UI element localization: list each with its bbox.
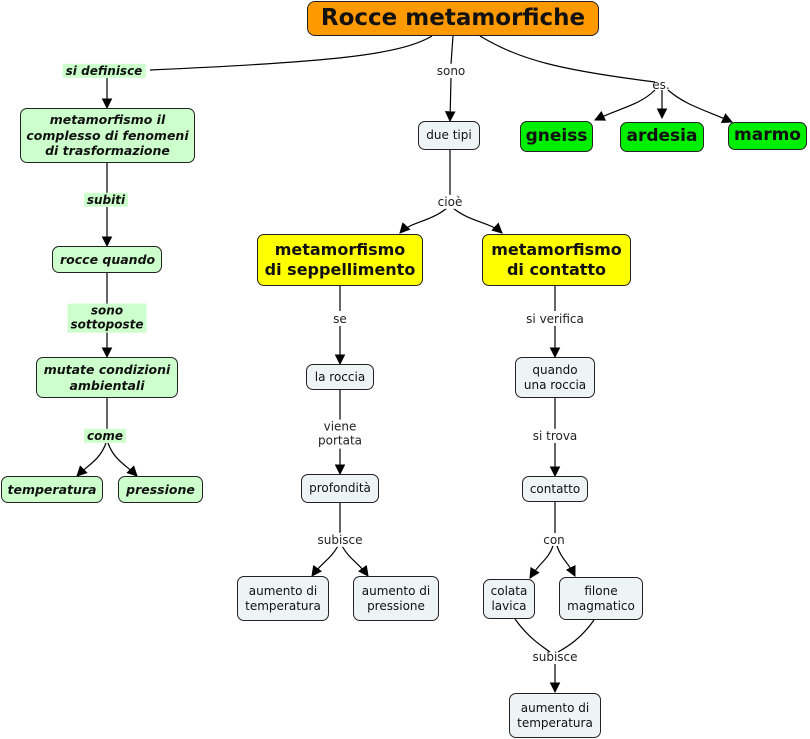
link-line-cioe-seppellimento — [399, 207, 448, 234]
node-contatto[interactable]: contatto — [522, 476, 588, 502]
link-label-es: es. — [652, 77, 670, 92]
node-aumento-pressione[interactable]: aumento di pressione — [353, 576, 439, 621]
link-label-subiti: subiti — [83, 192, 129, 208]
node-due-tipi[interactable]: due tipi — [418, 121, 480, 150]
link-label-si-definisce: si definisce — [62, 63, 146, 79]
node-colata-lavica[interactable]: colata lavica — [483, 579, 535, 619]
link-line-subisce-temperatura — [311, 545, 339, 577]
link-line-es-gneiss — [594, 89, 656, 121]
root-node-rocce-metamorfiche[interactable]: Rocce metamorfiche — [307, 1, 599, 36]
node-profondita[interactable]: profondità — [301, 474, 379, 503]
link-label-subisce-contatto: subisce — [532, 649, 578, 664]
node-quando-una-roccia[interactable]: quando una roccia — [515, 357, 595, 398]
node-rocce-quando[interactable]: rocce quando — [52, 246, 162, 273]
link-label-cioe: cioè — [437, 194, 463, 210]
node-mutate-condizioni[interactable]: mutate condizioni ambientali — [36, 357, 178, 398]
link-line-come-pressione — [107, 442, 138, 477]
node-example-gneiss[interactable]: gneiss — [520, 121, 593, 152]
link-label-come: come — [84, 428, 126, 444]
link-line-come-temperatura — [76, 442, 107, 477]
link-line-colata-subisce — [514, 618, 551, 653]
node-example-marmo[interactable]: marmo — [728, 122, 807, 150]
node-filone-magmatico[interactable]: filone magmatico — [559, 577, 643, 620]
link-label-si-verifica: si verifica — [526, 311, 584, 327]
link-line-subisce-pressione — [341, 545, 369, 577]
link-label-se: se — [333, 311, 347, 327]
node-aumento-temperatura-seppellimento[interactable]: aumento di temperatura — [237, 576, 329, 621]
node-aumento-temperatura-contatto[interactable]: aumento di temperatura — [509, 693, 601, 738]
node-example-ardesia[interactable]: ardesia — [620, 122, 704, 152]
link-line-root-es — [479, 35, 656, 83]
link-label-sono-sottoposte: sono sottoposte — [67, 303, 147, 333]
link-line-es-marmo — [667, 89, 733, 123]
link-label-si-trova: si trova — [532, 428, 578, 444]
link-line-root-si-definisce — [149, 35, 433, 71]
node-pressione[interactable]: pressione — [118, 476, 203, 503]
node-temperatura[interactable]: temperatura — [1, 476, 103, 503]
link-line-con-filone — [556, 545, 576, 577]
link-label-subisce-seppellimento: subisce — [317, 532, 363, 548]
link-label-sono: sono — [436, 63, 466, 79]
link-label-con: con — [543, 532, 565, 547]
link-line-sono-due-tipi — [444, 77, 456, 123]
link-label-viene-portata: viene portata — [317, 419, 363, 449]
node-definition-metamorfismo[interactable]: metamorfismo il complesso di fenomeni di… — [20, 108, 195, 163]
link-line-root-sono — [450, 35, 454, 65]
node-metamorfismo-seppellimento[interactable]: metamorfismo di seppellimento — [257, 234, 423, 286]
link-line-con-colata — [529, 545, 554, 579]
link-line-filone-subisce — [557, 619, 595, 653]
node-metamorfismo-contatto[interactable]: metamorfismo di contatto — [482, 234, 631, 286]
node-la-roccia[interactable]: la roccia — [306, 364, 374, 390]
link-line-cioe-contatto — [452, 207, 503, 234]
